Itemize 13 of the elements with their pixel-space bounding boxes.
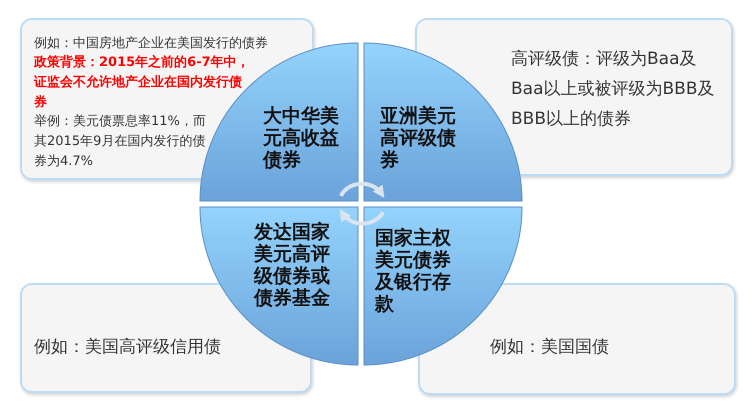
quadrant-label: 发达国家美元高评级债券或债券基金 bbox=[254, 221, 331, 309]
card-text: 例如：中国房地产企业在美国发行的债券 bbox=[34, 35, 269, 53]
card-text: 高评级债：评级为Baa及Baa以上或被评级为BBB及BBB以上的债券 bbox=[511, 48, 716, 131]
card-text: 例如：美国国债 bbox=[490, 336, 610, 359]
curved-arrow bbox=[339, 209, 385, 226]
quadrant-label: 大中华美元高收益债券 bbox=[263, 105, 340, 171]
card-text: 例如：美国高评级信用债 bbox=[34, 336, 222, 359]
quadrant-segment bbox=[364, 207, 522, 365]
curved-arrow bbox=[339, 182, 385, 198]
card-text: 政策背景：2015年之前的6-7年中，证监会不允许地产企业在国内发行债券 bbox=[34, 54, 251, 112]
quadrant-label: 国家主权美元债券及银行存款 bbox=[375, 227, 452, 315]
card-text: 举例：美元债票息率11%，而其2015年9月在国内发行的债券为4.7% bbox=[34, 113, 206, 171]
quadrant-label: 亚洲美元高评级债券 bbox=[380, 105, 457, 171]
